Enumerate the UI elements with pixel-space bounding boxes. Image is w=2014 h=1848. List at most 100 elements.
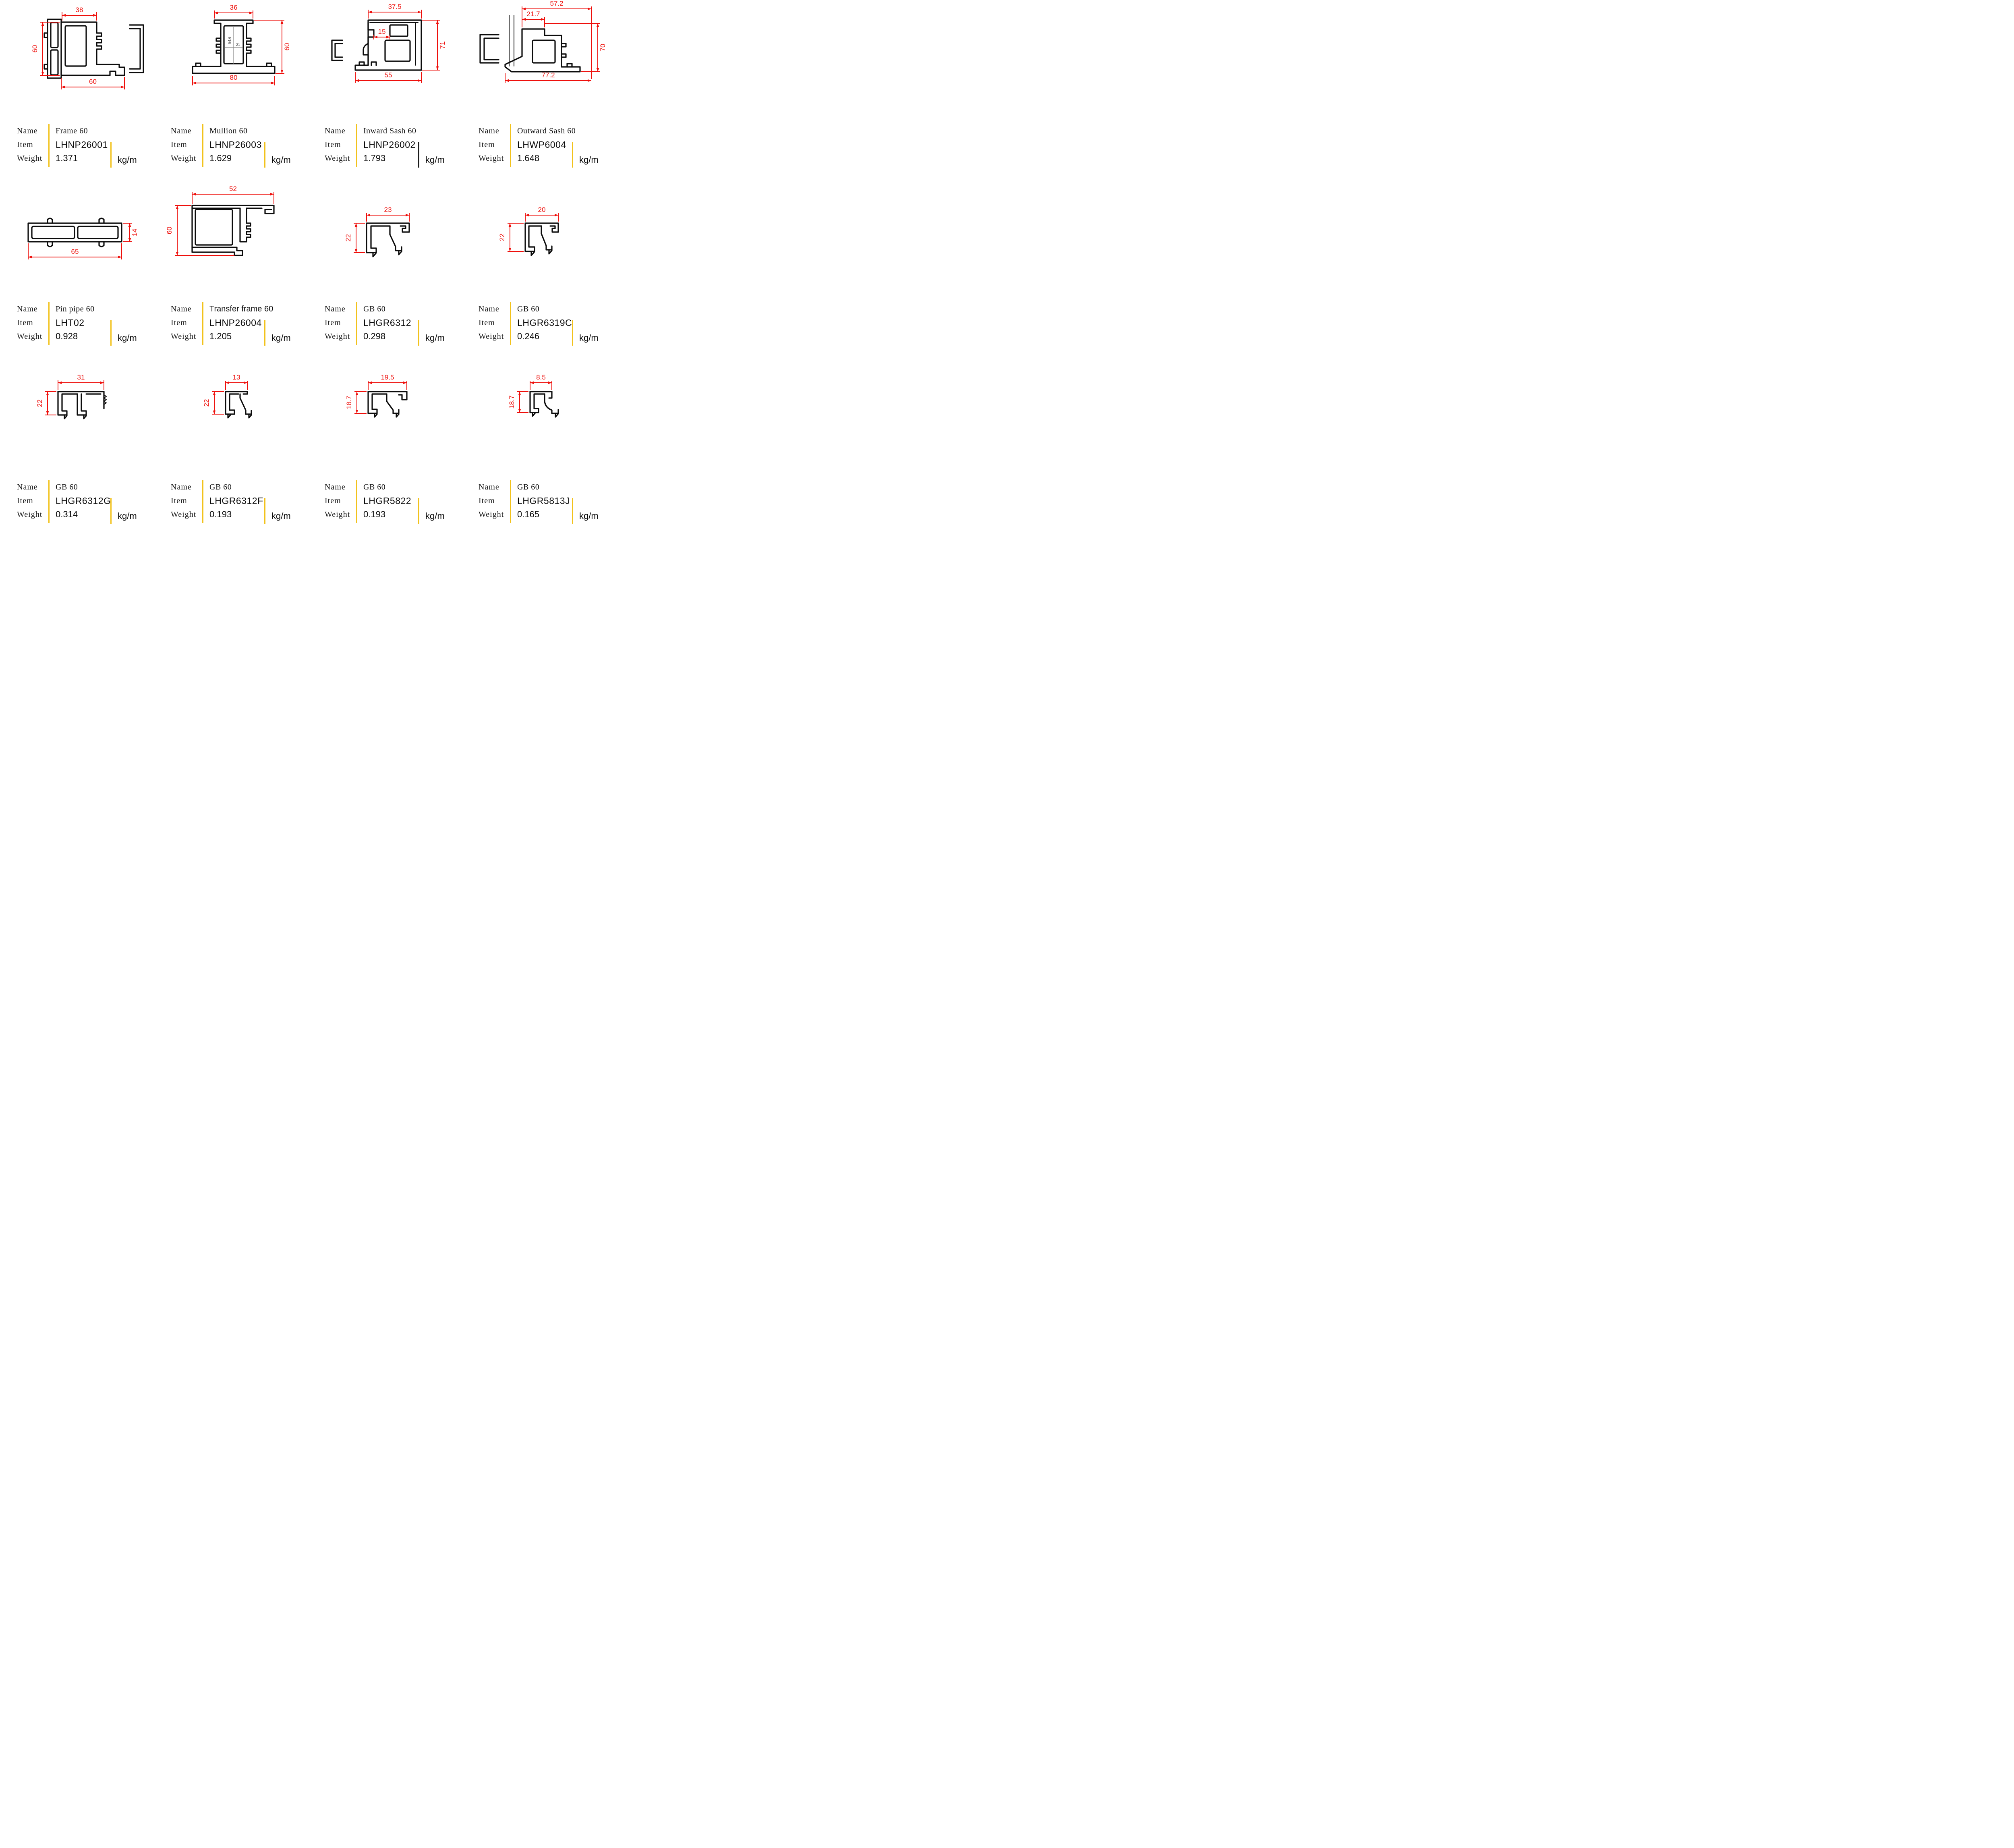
weight-unit: kg/m	[271, 333, 291, 343]
info-divider	[48, 124, 50, 167]
profile-info: Name GB 60 Item LHGR6319C Weight 0.246 k…	[462, 302, 615, 350]
profile-name: Transfer frame 60	[209, 304, 274, 313]
profile-cross-section-svg: 37.5 15 71 55	[331, 3, 446, 83]
profile-info: Name GB 60 Item LHGR5813J Weight 0.165 k…	[462, 480, 615, 528]
name-row: Name GB 60	[479, 302, 615, 316]
info-divider	[356, 480, 357, 523]
weight-row: Weight 1.205	[171, 330, 308, 343]
info-divider	[510, 302, 511, 345]
profile-item: LHGR5813J	[517, 495, 570, 506]
item-row: Item LHGR6319C	[479, 316, 615, 330]
weight-label: Weight	[479, 332, 504, 341]
weight-unit: kg/m	[579, 155, 599, 165]
svg-text:31: 31	[77, 373, 85, 381]
profile-drawing: 19.5 18.7	[308, 356, 462, 478]
profile-cross-section-svg: 38 60 60	[31, 6, 144, 89]
weight-row: Weight 0.193	[171, 508, 308, 521]
profile-name: Frame 60	[56, 126, 88, 135]
item-label: Item	[171, 496, 187, 505]
unit-divider	[264, 142, 265, 168]
unit-divider	[572, 320, 573, 346]
svg-text:38: 38	[76, 6, 83, 14]
profile-item: LHGR6312G	[56, 495, 111, 506]
unit-divider	[418, 320, 419, 346]
name-label: Name	[325, 304, 346, 313]
profile-cross-section-svg: 23 22	[344, 206, 410, 257]
profile-cell: 37.5 15 71 55 Name Inward Sash 60 Item L…	[308, 0, 462, 178]
profile-cross-section-svg: 57.2 21.7 70 77.2	[479, 0, 607, 83]
profile-name: Inward Sash 60	[363, 126, 416, 135]
svg-text:70: 70	[599, 44, 607, 52]
weight-unit: kg/m	[271, 155, 291, 165]
svg-text:21.7: 21.7	[526, 10, 540, 18]
svg-text:80: 80	[230, 74, 238, 81]
profile-weight: 1.371	[56, 153, 78, 163]
weight-label: Weight	[171, 332, 197, 341]
profile-info: Name Frame 60 Item LHNP26001 Weight 1.37…	[0, 124, 154, 172]
name-row: Name Inward Sash 60	[325, 124, 462, 138]
name-row: Name GB 60	[325, 480, 462, 494]
svg-text:14: 14	[131, 229, 139, 236]
profile-item: LHGR6319C	[517, 317, 572, 328]
profile-drawing: 65 14	[0, 178, 154, 300]
item-row: Item LHGR5813J	[479, 494, 615, 508]
info-divider	[48, 480, 50, 523]
profile-cross-section-svg: 8.5 18.7	[508, 373, 559, 418]
weight-label: Weight	[479, 153, 504, 163]
profile-drawing: 13 22	[154, 356, 308, 478]
info-divider	[202, 480, 203, 523]
unit-divider	[110, 142, 112, 168]
name-row: Name GB 60	[171, 480, 308, 494]
name-label: Name	[325, 482, 346, 492]
svg-text:18.7: 18.7	[345, 396, 353, 409]
info-divider	[202, 124, 203, 167]
svg-text:71: 71	[439, 41, 446, 49]
profile-cell: 22 20 Name GB 60 Item LHGR6319C Weight 0…	[462, 178, 615, 356]
svg-text:60: 60	[31, 45, 39, 53]
svg-text:77.2: 77.2	[541, 71, 555, 79]
svg-text:19.5: 19.5	[381, 373, 394, 381]
weight-unit: kg/m	[425, 333, 445, 343]
profile-drawing: 22 20	[462, 178, 615, 300]
name-label: Name	[171, 126, 192, 135]
profile-item: LHGR6312	[363, 317, 412, 328]
item-row: Item LHWP6004	[479, 138, 615, 151]
info-divider	[356, 124, 357, 167]
profile-drawing: 52 60	[154, 178, 308, 300]
item-row: Item LHNP26002	[325, 138, 462, 151]
profile-weight: 1.793	[363, 153, 386, 163]
svg-text:22: 22	[498, 234, 506, 241]
item-row: Item LHT02	[17, 316, 154, 330]
name-label: Name	[171, 304, 192, 313]
profile-name: GB 60	[517, 482, 540, 492]
profile-item: LHWP6004	[517, 139, 566, 150]
svg-text:65: 65	[71, 248, 79, 255]
weight-label: Weight	[17, 332, 43, 341]
unit-divider	[110, 498, 112, 524]
weight-row: Weight 1.793	[325, 151, 462, 165]
name-row: Name Outward Sash 60	[479, 124, 615, 138]
profile-cell: 57.2 21.7 70 77.2 Name Outward Sash 60 I…	[462, 0, 615, 178]
profile-cell: 54.6 21 36 60 80 Name Mullion 60 Item LH…	[154, 0, 308, 178]
profile-weight: 0.246	[517, 331, 540, 341]
unit-divider	[264, 498, 265, 524]
weight-label: Weight	[17, 153, 43, 163]
profile-weight: 0.314	[56, 509, 78, 519]
info-divider	[48, 302, 50, 345]
weight-label: Weight	[171, 510, 197, 519]
weight-unit: kg/m	[118, 155, 137, 165]
svg-text:57.2: 57.2	[550, 0, 563, 7]
name-row: Name GB 60	[479, 480, 615, 494]
profile-catalog-sheet: 38 60 60 Name Frame 60 Item LHNP26001 We…	[0, 0, 616, 534]
profile-weight: 0.298	[363, 331, 386, 341]
weight-row: Weight 0.298	[325, 330, 462, 343]
profile-drawing: 8.5 18.7	[462, 356, 615, 478]
svg-text:60: 60	[89, 78, 97, 85]
name-label: Name	[479, 126, 499, 135]
weight-unit: kg/m	[579, 333, 599, 343]
profile-name: GB 60	[56, 482, 78, 492]
profile-cross-section-svg: 31 22	[36, 373, 107, 419]
weight-row: Weight 1.648	[479, 151, 615, 165]
name-label: Name	[171, 482, 192, 492]
profile-weight: 0.193	[209, 509, 232, 519]
